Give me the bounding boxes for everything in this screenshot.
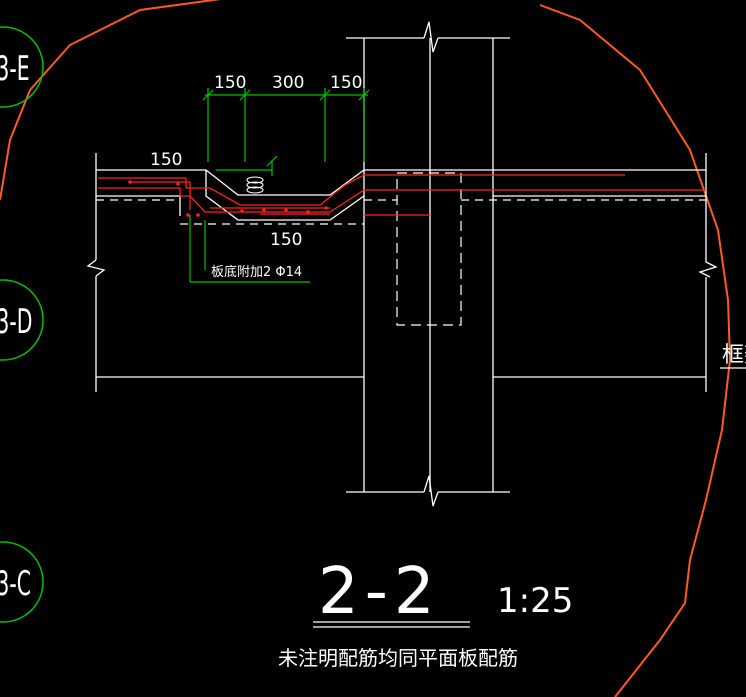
dim-top-left: 150 (214, 73, 246, 93)
dimension-labels: 150 300 150 150 150 (150, 73, 362, 250)
dim-trench-bottom: 150 (270, 230, 302, 250)
grid-bubble-label: 3-E (0, 48, 30, 88)
column-outline (346, 21, 510, 507)
column-core-dashed (396, 172, 462, 326)
rebar-note: 板底附加2 Φ14 (211, 264, 302, 280)
grid-bubble-label: 3-D (0, 301, 32, 341)
section-scale: 1:25 (497, 581, 573, 621)
rebar-dots (128, 180, 328, 217)
dim-top-middle: 300 (272, 73, 304, 93)
dim-slab-left: 150 (150, 150, 182, 170)
rebar-coil (246, 176, 264, 194)
side-label: 框架 (722, 343, 746, 368)
section-title: 2-2 (318, 555, 441, 629)
dimension-lines (189, 88, 370, 283)
grid-bubble-3d: 3-D (0, 279, 44, 361)
section-caption: 未注明配筋均同平面板配筋 (278, 646, 518, 670)
grid-bubble-label: 3-C (0, 563, 31, 603)
trench-outline (205, 170, 365, 221)
grid-bubble-3e: 3-E (0, 26, 44, 108)
slab-outline (86, 153, 718, 392)
rebar-lines (98, 174, 706, 216)
dim-top-right: 150 (330, 73, 362, 93)
grid-bubble-3c: 3-C (0, 541, 44, 623)
slab-dashed-lines (96, 199, 706, 225)
